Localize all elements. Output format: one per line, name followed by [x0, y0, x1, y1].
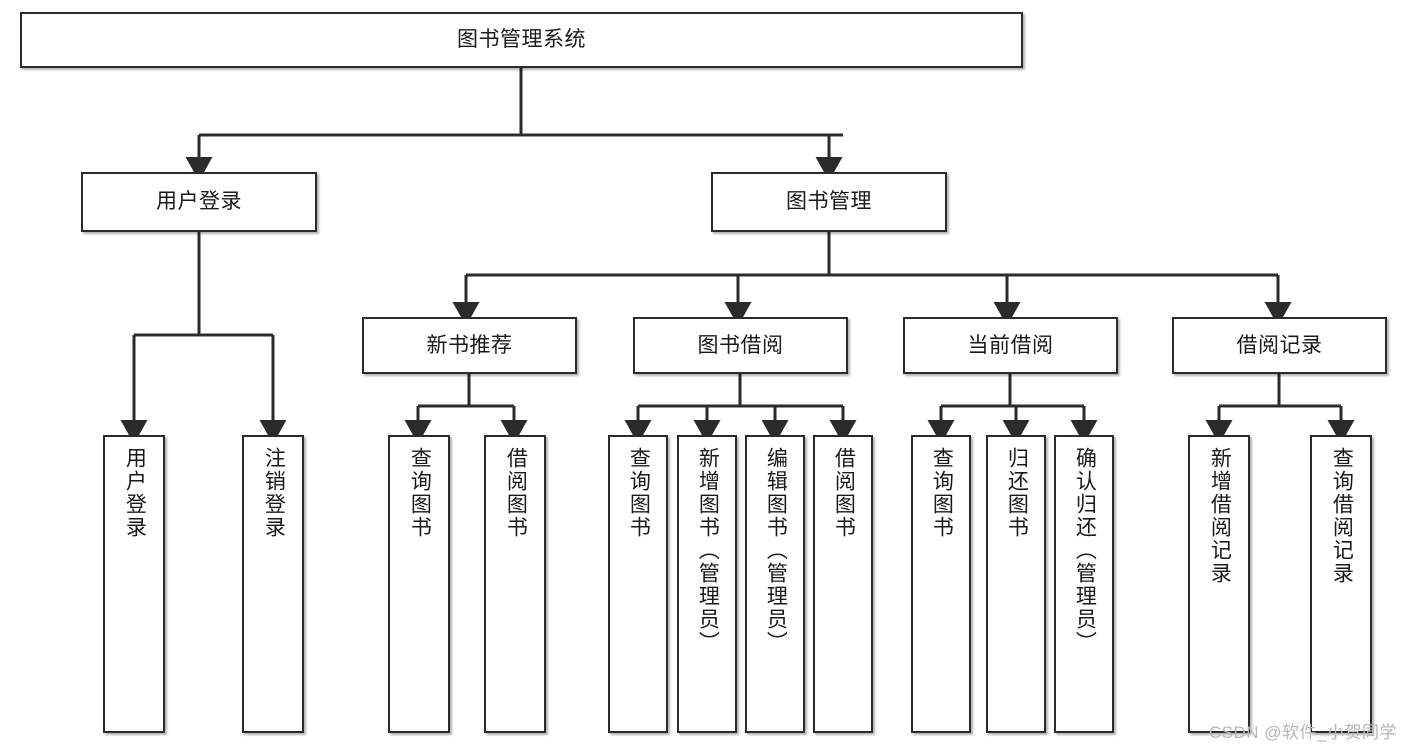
leaf-node[interactable]: 确认归还（管理员）: [1054, 435, 1114, 733]
node-current-borrow-label: 当前借阅: [967, 333, 1054, 357]
node-user-login-label: 用户登录: [156, 190, 242, 214]
node-new-book-recommend[interactable]: 新书推荐: [362, 317, 577, 374]
leaf-node-label: 归还图书: [1005, 447, 1029, 539]
leaf-node-label: 查询借阅记录: [1330, 447, 1354, 585]
leaf-node[interactable]: 查询图书: [388, 435, 450, 733]
leaf-node-label: 借阅图书: [832, 447, 856, 539]
node-new-book-recommend-label: 新书推荐: [426, 333, 513, 357]
leaf-node[interactable]: 查询借阅记录: [1310, 435, 1372, 733]
leaf-node-label: 确认归还（管理员）: [1073, 447, 1097, 654]
node-borrow-record-label: 借阅记录: [1236, 333, 1323, 357]
leaf-node-label: 编辑图书（管理员）: [764, 447, 788, 654]
node-root[interactable]: 图书管理系统: [20, 12, 1023, 68]
leaf-node-label: 新增借阅记录: [1208, 447, 1232, 585]
leaf-node[interactable]: 用户登录: [103, 435, 165, 733]
leaf-node-label: 新增图书（管理员）: [696, 447, 720, 654]
node-borrow-record[interactable]: 借阅记录: [1172, 317, 1387, 374]
node-book-borrow-label: 图书借阅: [697, 333, 784, 357]
leaf-node-label: 用户登录: [123, 447, 147, 539]
watermark: CSDN @软件_小贺同学: [1208, 723, 1397, 742]
leaf-node[interactable]: 归还图书: [986, 435, 1046, 733]
leaf-node-label: 注销登录: [262, 447, 286, 539]
node-book-manage[interactable]: 图书管理: [711, 172, 947, 232]
node-current-borrow[interactable]: 当前借阅: [903, 317, 1118, 374]
node-user-login[interactable]: 用户登录: [81, 172, 317, 232]
leaf-node[interactable]: 借阅图书: [813, 435, 873, 733]
leaf-node[interactable]: 新增图书（管理员）: [677, 435, 737, 733]
leaf-node[interactable]: 查询图书: [608, 435, 668, 733]
leaf-node[interactable]: 注销登录: [242, 435, 304, 733]
leaf-node-label: 查询图书: [627, 447, 651, 539]
leaf-node[interactable]: 编辑图书（管理员）: [745, 435, 805, 733]
leaf-node[interactable]: 新增借阅记录: [1188, 435, 1250, 733]
node-root-label: 图书管理系统: [457, 28, 586, 52]
leaf-node-label: 借阅图书: [504, 447, 528, 539]
leaf-node-label: 查询图书: [930, 447, 954, 539]
leaf-node[interactable]: 借阅图书: [484, 435, 546, 733]
node-book-manage-label: 图书管理: [786, 190, 872, 214]
node-book-borrow[interactable]: 图书借阅: [633, 317, 848, 374]
leaf-node[interactable]: 查询图书: [911, 435, 971, 733]
leaf-node-label: 查询图书: [408, 447, 432, 539]
